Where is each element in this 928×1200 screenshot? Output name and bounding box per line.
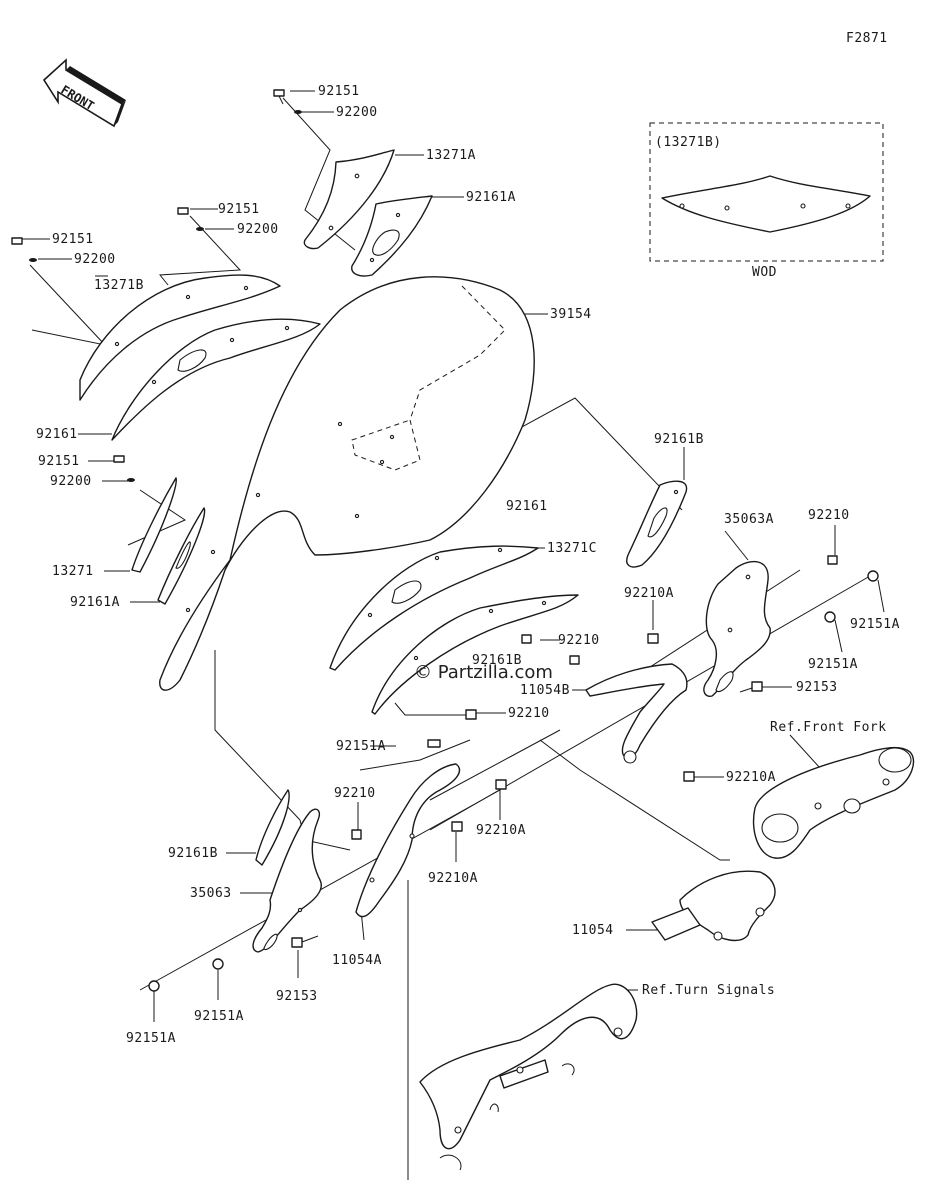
nut-92210A-b — [451, 821, 463, 832]
label-92151-top: 92151 — [318, 84, 360, 99]
watermark-text: © Partzilla.com — [414, 662, 553, 683]
stay-35063A — [703, 560, 771, 697]
label-13271A: 13271A — [426, 148, 476, 163]
label-92161B-right: 92161B — [654, 432, 704, 447]
bracket-11054A — [355, 763, 461, 918]
label-92161-left: 92161 — [36, 427, 78, 442]
windshield-39154 — [159, 276, 535, 691]
label-92153-left: 92153 — [276, 989, 318, 1004]
bolt-92151A-r2 — [824, 611, 836, 623]
front-arrow-icon: FRONT — [42, 58, 126, 128]
label-92210-low: 92210 — [508, 706, 550, 721]
label-92151A-mid: 92151A — [336, 739, 386, 754]
label-92161B-partial: 92161B — [472, 653, 522, 668]
label-13271: 13271 — [52, 564, 94, 579]
bracket-11054 — [651, 870, 776, 942]
pad-92161A-top — [351, 195, 433, 277]
nut-92210-left — [351, 829, 362, 840]
label-11054: 11054 — [572, 923, 614, 938]
bolt-92151-l1 — [11, 237, 23, 245]
bolt-92151A-bl2 — [212, 958, 224, 970]
label-92210-left: 92210 — [334, 786, 376, 801]
label-92151A-bl2: 92151A — [194, 1009, 244, 1024]
label-92153-right: 92153 — [796, 680, 838, 695]
stay-35063 — [252, 808, 322, 953]
nut-92210A-top — [647, 633, 659, 644]
inset-title: (13271B) — [655, 135, 722, 150]
inset-caption: WOD — [752, 265, 777, 280]
windshield-13271 — [131, 477, 177, 573]
label-92151A-bl1: 92151A — [126, 1031, 176, 1046]
bolt-92151-l2 — [177, 207, 189, 215]
pad-92161B-right — [626, 480, 688, 568]
label-13271B: 13271B — [94, 278, 144, 293]
label-92200-mid: 92200 — [50, 474, 92, 489]
label-ref-front-fork: Ref.Front Fork — [770, 720, 887, 735]
inset-windshield-13271B — [661, 175, 871, 233]
label-92161A-left: 92161A — [70, 595, 120, 610]
label-92200-l2: 92200 — [237, 222, 279, 237]
label-92210A-b: 92210A — [428, 871, 478, 886]
figure-code: F2871 — [846, 31, 888, 46]
label-92151A-r2: 92151A — [808, 657, 858, 672]
turn-signal-bracket — [419, 983, 638, 1171]
washer-92200-top — [294, 110, 302, 114]
label-92210-right: 92210 — [808, 508, 850, 523]
nut-92210A-a — [495, 779, 507, 790]
bolt-92151A-r1 — [867, 570, 879, 582]
nut-92210-right — [827, 555, 838, 565]
label-92151-l2: 92151 — [218, 202, 260, 217]
inset-13271B: (13271B) WOD — [649, 122, 884, 280]
pad-92161-right — [329, 545, 539, 671]
label-35063A: 35063A — [724, 512, 774, 527]
label-11054B: 11054B — [520, 683, 570, 698]
label-92210-mid: 92210 — [558, 633, 600, 648]
label-92161B-left: 92161B — [168, 846, 218, 861]
label-13271C: 13271C — [547, 541, 597, 556]
front-fork-bracket — [752, 746, 915, 859]
label-ref-turn-signals: Ref.Turn Signals — [642, 983, 775, 998]
label-92210A-a: 92210A — [476, 823, 526, 838]
pad-92161-left — [111, 318, 321, 441]
watermark: © Partzilla.com — [414, 662, 553, 683]
label-92161A-top: 92161A — [466, 190, 516, 205]
label-39154: 39154 — [550, 307, 592, 322]
bracket-11054B — [585, 663, 688, 764]
bolt-92151A-bl1 — [148, 980, 160, 992]
windshield-13271C — [371, 594, 579, 715]
nut-92210-low — [465, 709, 477, 720]
label-92151-l1: 92151 — [52, 232, 94, 247]
label-92161-right: 92161 — [506, 499, 548, 514]
pad-92161A-left — [157, 507, 206, 605]
label-11054A: 11054A — [332, 953, 382, 968]
bolt-92151-top — [273, 89, 285, 105]
bolt-92151A-mid — [427, 739, 441, 748]
label-35063: 35063 — [190, 886, 232, 901]
washer-92200-mid — [127, 478, 135, 482]
bolt-92153-right — [739, 681, 763, 693]
nut-92210A-right — [683, 771, 695, 782]
label-92210A-right: 92210A — [726, 770, 776, 785]
windshield-13271A — [303, 149, 395, 250]
bolt-92210-mid — [521, 634, 532, 644]
pad-92161B-left — [255, 789, 290, 866]
label-92210A-top: 92210A — [624, 586, 674, 601]
bolt-92151-mid — [113, 455, 125, 463]
label-92151-mid: 92151 — [38, 454, 80, 469]
washer-92200-l2 — [196, 227, 204, 231]
bolt-92161B-partial — [569, 655, 580, 665]
part-labels: 92151 92200 13271A 92161A 92151 92200 92… — [36, 84, 900, 1046]
label-92200-l1: 92200 — [74, 252, 116, 267]
label-92200-top: 92200 — [336, 105, 378, 120]
windshield-13271B — [79, 274, 281, 401]
bolt-92153-left — [291, 935, 319, 948]
washer-92200-l1 — [29, 258, 37, 262]
label-92151A-r1: 92151A — [850, 617, 900, 632]
